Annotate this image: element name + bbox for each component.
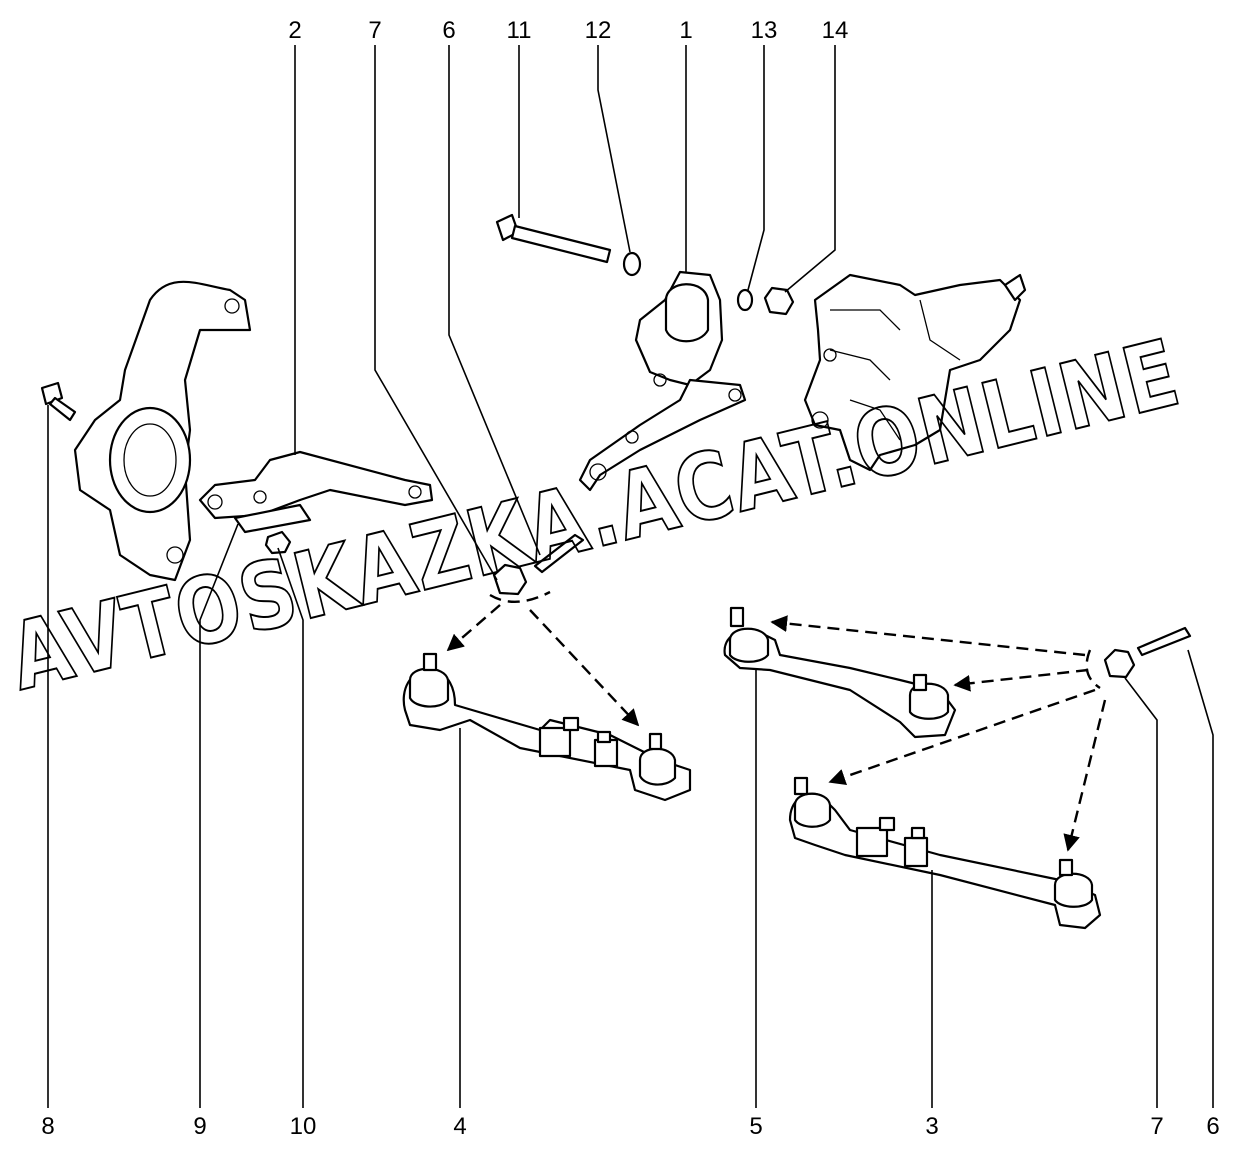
callout-11: 11 [507, 17, 532, 44]
tie-rod-4 [402, 652, 692, 802]
tie-rod-5 [723, 606, 957, 739]
callout-8: 8 [41, 1113, 54, 1140]
callout-6: 6 [442, 17, 455, 44]
assembly-arrow [770, 615, 1086, 657]
callout-10: 10 [290, 1113, 317, 1140]
cotter-pin-6b [1136, 626, 1192, 657]
steering-knuckle [73, 280, 252, 582]
assembly-arc [1085, 649, 1101, 690]
lock-plate-9 [233, 503, 312, 534]
nut-10 [264, 530, 292, 555]
callout-13: 13 [751, 17, 778, 44]
callout-6b: 6 [1206, 1113, 1219, 1140]
leader-lines [47, 45, 1214, 1108]
idler-arm-1 [578, 270, 747, 492]
steering-arm-2 [198, 450, 434, 555]
assembly-arrow [828, 688, 1096, 785]
cotter-pin-6 [533, 533, 585, 574]
callout-3: 3 [925, 1113, 938, 1140]
assembly-arrow [1063, 699, 1107, 852]
nut-14 [763, 286, 795, 316]
callout-7b: 7 [1150, 1113, 1163, 1140]
callout-2: 2 [288, 17, 301, 44]
callout-9: 9 [193, 1113, 206, 1140]
steering-gear [803, 273, 1027, 472]
callout-12: 12 [585, 17, 612, 44]
castle-nut-7b [1103, 648, 1136, 679]
callout-5: 5 [749, 1113, 762, 1140]
callout-4: 4 [453, 1113, 466, 1140]
callout-14: 14 [822, 17, 849, 44]
assembly-arrow [446, 604, 501, 652]
castle-nut-7 [492, 563, 528, 596]
bolt-11 [495, 213, 612, 264]
washer-12 [622, 251, 642, 277]
assembly-arrow [529, 609, 640, 727]
tie-rod-3 [788, 776, 1102, 930]
washer-13 [736, 288, 754, 312]
assembly-arc [489, 590, 551, 604]
bolt-8 [40, 381, 77, 422]
callout-1: 1 [679, 17, 692, 44]
assembly-arrow [953, 668, 1089, 692]
callout-7: 7 [368, 17, 381, 44]
